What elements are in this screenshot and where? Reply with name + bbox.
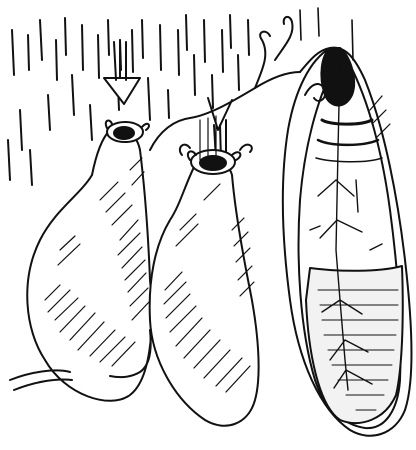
right-pitcher-cutaway bbox=[283, 48, 412, 436]
middle-pitcher bbox=[150, 116, 259, 426]
